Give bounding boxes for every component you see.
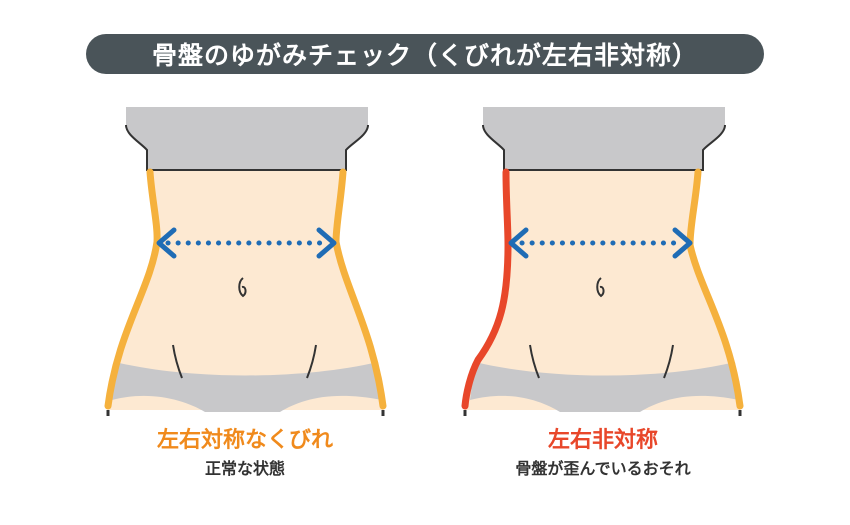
double-arrow-icon (156, 227, 337, 259)
title-text: 骨盤のゆがみチェック（くびれが左右非対称） (151, 41, 698, 70)
double-arrow-icon (508, 227, 693, 259)
distorted-caption: 左右非対称 骨盤が歪んでいるおそれ (443, 427, 763, 481)
distorted-label: 左右非対称 (547, 428, 658, 453)
distorted-sublabel: 骨盤が歪んでいるおそれ (515, 459, 691, 478)
normal-label: 左右対称なくびれ (156, 428, 333, 453)
normal-caption: 左右対称なくびれ 正常な状態 (85, 427, 405, 481)
normal-sublabel: 正常な状態 (204, 459, 285, 478)
page-title: 骨盤のゆがみチェック（くびれが左右非対称） (86, 34, 764, 74)
